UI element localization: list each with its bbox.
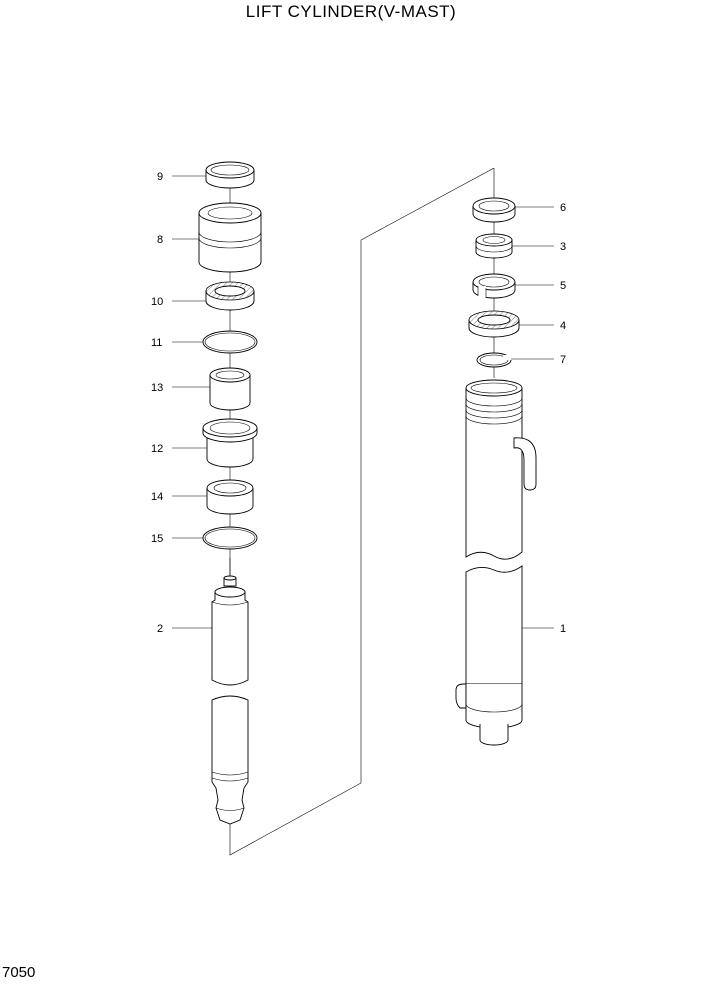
callout-12: 12 xyxy=(151,443,163,455)
callout-9: 9 xyxy=(157,171,163,183)
part-11-o-ring xyxy=(202,330,258,354)
part-4-bearing xyxy=(468,310,520,338)
callout-13: 13 xyxy=(151,382,163,394)
callout-3: 3 xyxy=(560,241,566,253)
callout-14: 14 xyxy=(151,491,163,503)
part-6-wiper xyxy=(472,197,516,223)
callout-4: 4 xyxy=(560,320,566,332)
callout-10: 10 xyxy=(151,296,163,308)
page-number: 7050 xyxy=(2,964,36,981)
part-3-seal xyxy=(475,233,513,259)
callout-2: 2 xyxy=(157,623,163,635)
callout-7: 7 xyxy=(560,354,566,366)
part-10-seal xyxy=(205,281,255,311)
part-5-split-ring xyxy=(472,273,516,299)
part-1-cylinder-tube xyxy=(455,379,537,746)
callout-1: 1 xyxy=(560,623,566,635)
part-2-piston-rod xyxy=(211,558,249,825)
page-title: LIFT CYLINDER(V-MAST) xyxy=(245,2,457,21)
assembly-connector-line xyxy=(229,167,495,856)
part-7-snap-ring xyxy=(476,352,512,368)
callout-5: 5 xyxy=(560,280,566,292)
part-14-ring xyxy=(206,479,254,515)
part-8-gland xyxy=(198,202,262,273)
part-13-bushing xyxy=(209,367,251,411)
callout-11: 11 xyxy=(151,337,162,349)
part-12-piston xyxy=(202,418,258,468)
callout-15: 15 xyxy=(151,533,163,545)
part-9-wiper-ring xyxy=(205,161,255,189)
callout-8: 8 xyxy=(157,234,163,246)
part-15-o-ring xyxy=(202,526,258,550)
callout-6: 6 xyxy=(560,202,566,214)
